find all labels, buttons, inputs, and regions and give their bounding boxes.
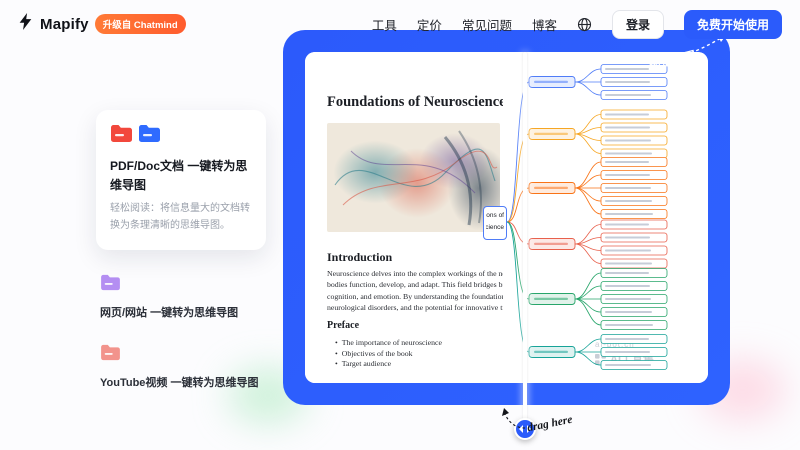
bullet-item: Target audience	[335, 359, 442, 370]
video-folder-icon	[100, 345, 121, 365]
doc-folder-icon	[138, 124, 161, 148]
intro-heading: Introduction	[327, 250, 393, 264]
feature-description: 轻松阅读：将信息量大的文档转换为条理清晰的思维导图。	[110, 203, 250, 232]
mindmap-preview: ai-bot.cn AI工具集	[503, 52, 708, 383]
nav-item-blog[interactable]: 博客	[531, 18, 557, 33]
feature-web-item[interactable]: 网页/网站 一键转为思维导图	[96, 274, 266, 320]
intro-line: cognition, and emotion. By understanding…	[327, 292, 503, 301]
watermark-url: ai-bot.cn	[595, 340, 635, 349]
nav-menu: 工具 定价 常见问题 博客 登录 免费开始使用	[371, 9, 782, 39]
bullet-item: Objectives of the book	[335, 349, 442, 360]
document-preview: Foundations of Neuroscience Introduction…	[305, 52, 503, 383]
nav-item-tools[interactable]: 工具	[371, 18, 397, 33]
web-folder-icon	[100, 275, 121, 295]
document-hero-image	[327, 123, 500, 232]
language-globe-icon[interactable]	[577, 17, 592, 32]
nav-item-faq[interactable]: 常见问题	[461, 18, 512, 33]
mapify-logo-icon	[18, 13, 34, 35]
root-node-line: Foundations of	[486, 212, 504, 219]
drag-here-hint-label: drag here	[526, 413, 574, 435]
intro-line: neurological disorders, and the potentia…	[327, 304, 503, 313]
feature-youtube-item[interactable]: YouTube视频 一键转为思维导图	[96, 344, 266, 390]
feature-title: YouTube视频 一键转为思维导图	[100, 377, 259, 390]
document-title: Foundations of Neuroscience	[327, 94, 503, 110]
nav-item-pricing[interactable]: 定价	[416, 18, 442, 33]
brand-name: Mapify	[40, 15, 89, 33]
preface-heading: Preface	[327, 320, 360, 331]
bullet-item: The importance of neuroscience	[335, 338, 442, 349]
intro-line: bodies function, develop, and adapt. Thi…	[327, 281, 503, 290]
signup-cta-button[interactable]: 免费开始使用	[683, 9, 782, 39]
root-node-line: Neuroscience	[486, 224, 504, 232]
mindmap-root-node: Foundations of Neuroscience	[483, 206, 507, 240]
feature-pdf-doc-card[interactable]: PDF/Doc文档 一键转为思维导图 轻松阅读：将信息量大的文档转换为条理清晰的…	[96, 110, 266, 251]
feature-title: PDF/Doc文档 一键转为思维导图	[110, 159, 248, 192]
intro-line: Neuroscience delves into the complex wor…	[327, 270, 503, 278]
feature-sidebar: PDF/Doc文档 一键转为思维导图 轻松阅读：将信息量大的文档转换为条理清晰的…	[96, 110, 266, 390]
before-after-comparison: Foundations of Neuroscience Introduction…	[305, 52, 708, 440]
login-button[interactable]: 登录	[611, 9, 664, 39]
preface-bullets: The importance of neuroscience Objective…	[335, 338, 442, 370]
intro-paragraph: Neuroscience delves into the complex wor…	[327, 270, 503, 316]
comparison-divider[interactable]	[523, 52, 527, 429]
brand[interactable]: Mapify 升级自 Chatmind	[18, 13, 186, 35]
mindmap-branches	[506, 64, 668, 370]
feature-title: 网页/网站 一键转为思维导图	[100, 307, 239, 320]
drag-handle[interactable]	[514, 418, 536, 440]
pdf-folder-icon	[110, 124, 133, 148]
upgrade-badge[interactable]: 升级自 Chatmind	[94, 14, 186, 34]
feature-icons	[110, 124, 252, 148]
top-nav: Mapify 升级自 Chatmind 工具 定价 常见问题 博客 登录 免费开…	[0, 0, 800, 48]
drag-hint-arrow-icon	[502, 408, 526, 429]
showcase-panel: Foundations of Neuroscience Introduction…	[283, 30, 730, 440]
